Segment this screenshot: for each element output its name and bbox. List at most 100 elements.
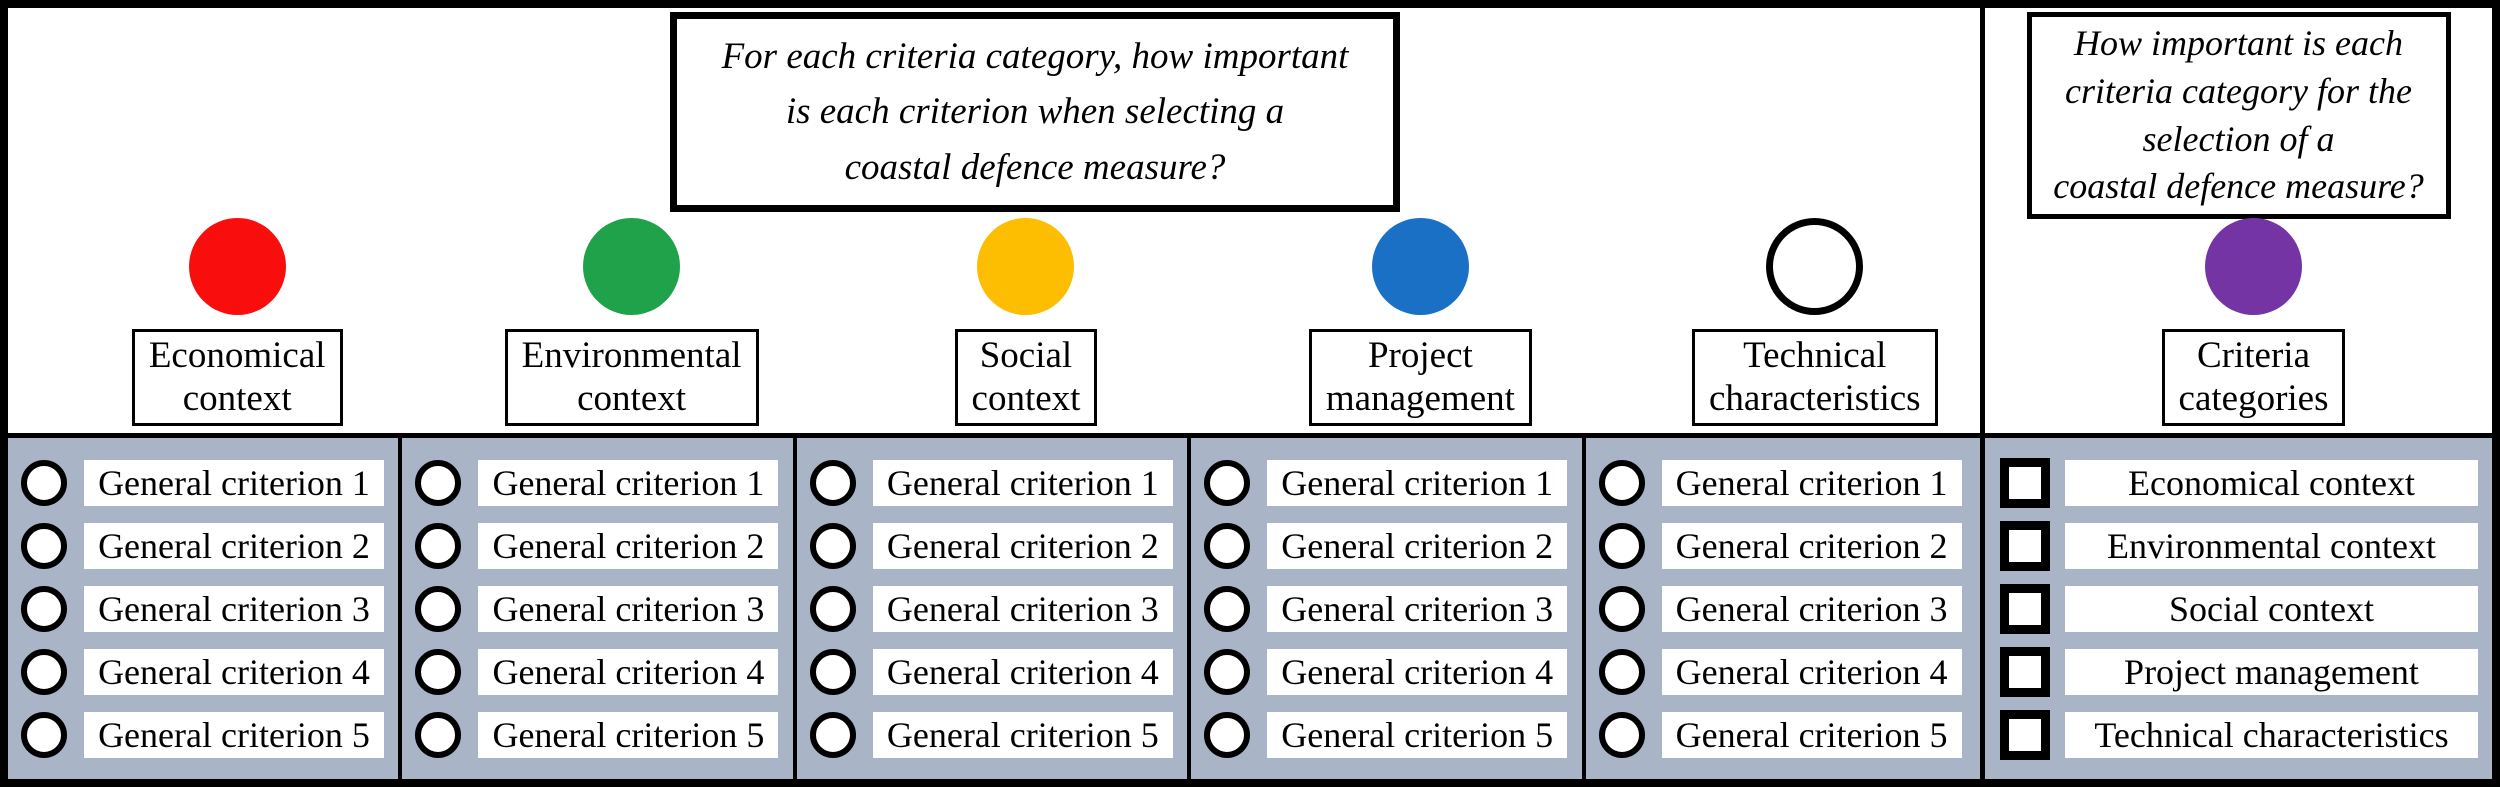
- radio-button[interactable]: [415, 459, 462, 506]
- criterion-row: General criterion 3: [415, 585, 792, 632]
- criterion-label: General criterion 2: [84, 522, 384, 569]
- criterion-row: General criterion 4: [809, 648, 1187, 695]
- radio-button[interactable]: [21, 459, 67, 506]
- criterion-label: General criterion 4: [84, 648, 384, 695]
- criterion-row: General criterion 5: [21, 711, 398, 758]
- criterion-label: General criterion 1: [1661, 459, 1962, 506]
- criterion-row: General criterion 2: [21, 522, 398, 569]
- checkbox[interactable]: [2000, 709, 2050, 760]
- side-category-label: Economical context: [2065, 459, 2478, 506]
- criterion-label: General criterion 5: [478, 711, 779, 758]
- criterion-label: General criterion 2: [1267, 522, 1568, 569]
- criterion-row: General criterion 5: [1204, 711, 1581, 758]
- radio-button[interactable]: [1598, 648, 1645, 695]
- question-line: coastal defence measure?: [844, 146, 1226, 188]
- side-category-group: Criteria categories: [1985, 217, 2492, 426]
- radio-button[interactable]: [1204, 648, 1251, 695]
- radio-button[interactable]: [415, 522, 462, 569]
- red-circle-icon: [188, 217, 286, 315]
- category-group-1: Economical context: [8, 217, 402, 426]
- criterion-row: General criterion 1: [415, 459, 792, 506]
- criterion-label: General criterion 5: [1267, 711, 1568, 758]
- criteria-column-3: General criterion 1 General criterion 2 Ge…: [797, 438, 1192, 779]
- criterion-label: General criterion 3: [872, 585, 1173, 632]
- criterion-label: General criterion 4: [872, 648, 1173, 695]
- criterion-label: General criterion 4: [1661, 648, 1962, 695]
- criteria-grid: General criterion 1 General criterion 2 Ge…: [8, 433, 1980, 779]
- criterion-label: General criterion 1: [84, 459, 384, 506]
- radio-button[interactable]: [809, 585, 856, 632]
- radio-button[interactable]: [21, 711, 67, 758]
- category-group-4: Project management: [1191, 217, 1585, 426]
- criterion-label: General criterion 3: [1661, 585, 1962, 632]
- radio-button[interactable]: [1598, 522, 1645, 569]
- white-circle-icon: [1766, 217, 1864, 315]
- criterion-label: General criterion 1: [1267, 459, 1568, 506]
- checkbox[interactable]: [2000, 520, 2050, 571]
- criterion-row: General criterion 3: [809, 585, 1187, 632]
- radio-button[interactable]: [21, 648, 67, 695]
- radio-button[interactable]: [1598, 459, 1645, 506]
- radio-button[interactable]: [1598, 711, 1645, 758]
- radio-button[interactable]: [1204, 585, 1251, 632]
- category-checklist-row: Environmental context: [2000, 520, 2478, 571]
- criterion-row: General criterion 5: [415, 711, 792, 758]
- criterion-row: General criterion 2: [1204, 522, 1581, 569]
- radio-button[interactable]: [21, 522, 67, 569]
- criterion-label: General criterion 3: [84, 585, 384, 632]
- criteria-panel-header: For each criteria category, how importan…: [8, 8, 1980, 433]
- criterion-label: General criterion 5: [84, 711, 384, 758]
- category-label: Technical characteristics: [1691, 328, 1938, 426]
- category-checklist-row: Technical characteristics: [2000, 709, 2478, 760]
- main-question-box: For each criteria category, how importan…: [670, 12, 1400, 212]
- radio-button[interactable]: [1204, 459, 1251, 506]
- criterion-row: General criterion 3: [21, 585, 398, 632]
- category-checklist-row: Economical context: [2000, 457, 2478, 508]
- criterion-label: General criterion 1: [872, 459, 1173, 506]
- criterion-row: General criterion 4: [1598, 648, 1980, 695]
- criterion-row: General criterion 3: [1598, 585, 1980, 632]
- radio-button[interactable]: [415, 711, 462, 758]
- radio-button[interactable]: [809, 522, 856, 569]
- radio-button[interactable]: [809, 459, 856, 506]
- criterion-row: General criterion 4: [1204, 648, 1581, 695]
- radio-button[interactable]: [1204, 711, 1251, 758]
- criteria-panel: For each criteria category, how importan…: [8, 8, 1985, 779]
- category-label: Social context: [954, 328, 1098, 426]
- radio-button[interactable]: [1204, 522, 1251, 569]
- radio-button[interactable]: [21, 585, 67, 632]
- criterion-row: General criterion 2: [809, 522, 1187, 569]
- radio-button[interactable]: [415, 585, 462, 632]
- category-checklist-row: Project management: [2000, 646, 2478, 697]
- criterion-row: General criterion 3: [1204, 585, 1581, 632]
- green-circle-icon: [583, 217, 681, 315]
- side-category-label: Project management: [2065, 648, 2478, 695]
- checkbox[interactable]: [2000, 646, 2050, 697]
- criterion-label: General criterion 1: [478, 459, 779, 506]
- checkbox[interactable]: [2000, 457, 2050, 508]
- yellow-circle-icon: [977, 217, 1075, 315]
- criterion-label: General criterion 5: [872, 711, 1173, 758]
- category-group-2: Environmental context: [402, 217, 796, 426]
- criterion-row: General criterion 1: [1204, 459, 1581, 506]
- criterion-row: General criterion 4: [21, 648, 398, 695]
- criterion-label: General criterion 3: [478, 585, 779, 632]
- category-label: Project management: [1308, 328, 1532, 426]
- question-line: is each criterion when selecting a: [785, 91, 1285, 133]
- radio-button[interactable]: [809, 648, 856, 695]
- criterion-row: General criterion 5: [1598, 711, 1980, 758]
- checkbox[interactable]: [2000, 583, 2050, 634]
- criterion-label: General criterion 5: [1661, 711, 1962, 758]
- radio-button[interactable]: [809, 711, 856, 758]
- criterion-label: General criterion 2: [478, 522, 779, 569]
- criteria-column-4: General criterion 1 General criterion 2 Ge…: [1191, 438, 1586, 779]
- criterion-row: General criterion 1: [1598, 459, 1980, 506]
- radio-button[interactable]: [1598, 585, 1645, 632]
- radio-button[interactable]: [415, 648, 462, 695]
- question-line: For each criteria category, how importan…: [721, 35, 1349, 77]
- criteria-column-2: General criterion 1 General criterion 2 Ge…: [402, 438, 797, 779]
- side-category-label: Social context: [2065, 585, 2478, 632]
